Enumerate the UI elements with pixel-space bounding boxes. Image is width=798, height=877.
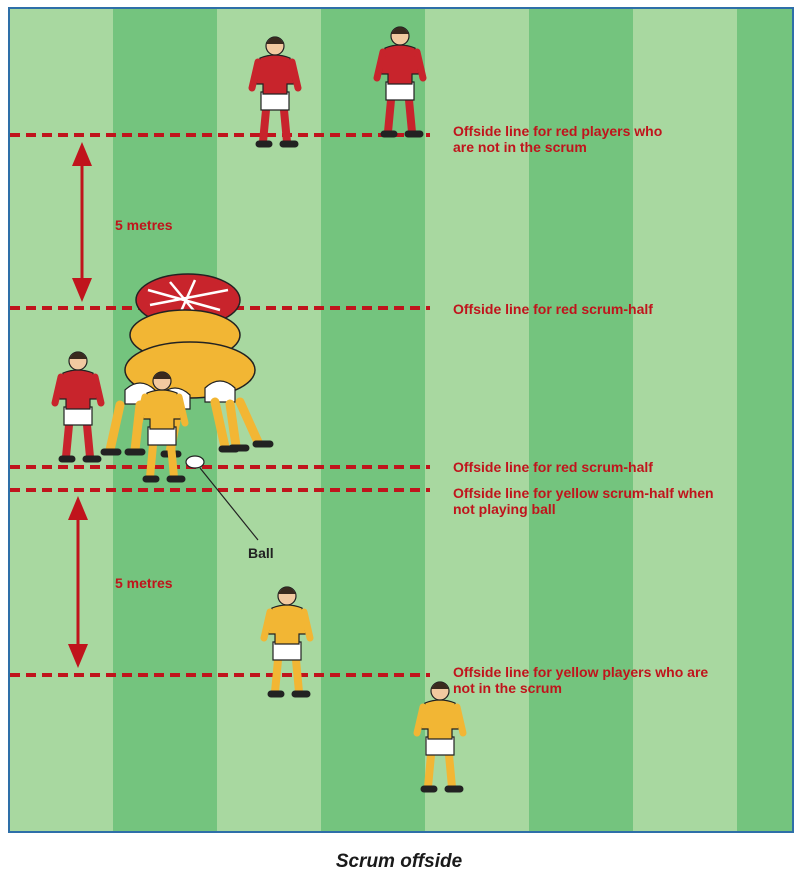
- offside-label-line: Offside line for red scrum-half: [453, 459, 653, 475]
- distance-label-top: 5 metres: [115, 217, 173, 233]
- ball-shape: [186, 456, 204, 468]
- ball-label: Ball: [248, 545, 274, 561]
- player-shorts: [386, 82, 414, 100]
- offside-label-line: not in the scrum: [453, 680, 562, 696]
- offside-label-line: Offside line for yellow players who are: [453, 664, 708, 680]
- offside-label-line: Offside line for red scrum-half: [453, 301, 653, 317]
- distance-label-bottom: 5 metres: [115, 575, 173, 591]
- player-shorts: [148, 427, 176, 445]
- offside-label-line: are not in the scrum: [453, 139, 587, 155]
- pitch-stripe: [737, 8, 793, 832]
- player-shorts: [64, 407, 92, 425]
- pitch: [9, 8, 793, 832]
- offside-label-line: not playing ball: [453, 501, 556, 517]
- offside-label-red-scrum-half-bottom: Offside line for red scrum-half: [453, 459, 653, 475]
- offside-label-line: Offside line for yellow scrum-half when: [453, 485, 714, 501]
- player-shorts: [426, 737, 454, 755]
- figure-caption: Scrum offside: [336, 851, 463, 872]
- player-shorts: [273, 642, 301, 660]
- offside-label-line: Offside line for red players who: [453, 123, 662, 139]
- player-shorts: [261, 92, 289, 110]
- offside-label-red-scrum-half-top: Offside line for red scrum-half: [453, 301, 653, 317]
